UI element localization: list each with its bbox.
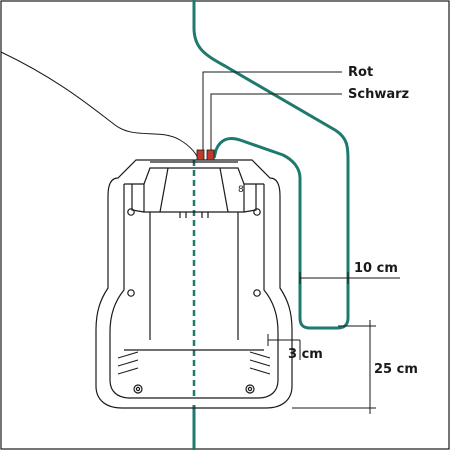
connector-terminals (196, 149, 215, 161)
screw-bottom-left-inner (135, 386, 141, 392)
wheel-ridges (117, 351, 271, 375)
robot-vent-slots (179, 212, 209, 218)
boundary-wire (192, 0, 350, 330)
robot-mower (95, 159, 293, 409)
robot-outer-shell (95, 159, 293, 409)
screw-mid-left (127, 289, 135, 297)
label-25cm: 25 cm (374, 362, 418, 377)
label-3cm: 3 cm (288, 347, 323, 362)
screw-bottom-right-inner (247, 386, 253, 392)
ridges-left (117, 351, 139, 375)
label-schwarz: Schwarz (348, 87, 409, 102)
robot-side-inserts (131, 184, 257, 213)
screw-bottom-right (245, 384, 255, 394)
ridges-right (249, 351, 271, 375)
leader-rot (202, 71, 342, 150)
robot-hood-ribs (159, 167, 229, 213)
screw-mid-right (253, 289, 261, 297)
screw-top-right (253, 208, 261, 216)
robot-chassis-lines (149, 212, 239, 340)
terminal-red (196, 149, 205, 161)
robot-screws (127, 208, 261, 394)
screw-bottom-left (133, 384, 143, 394)
leader-lines (202, 71, 342, 150)
power-cable (0, 51, 199, 159)
dimension-lines (267, 272, 400, 414)
dim-25-ticks (364, 325, 376, 409)
label-10cm: 10 cm (354, 261, 398, 276)
dim-10-ticks (299, 272, 349, 284)
screw-top-left (127, 208, 135, 216)
label-rot: Rot (348, 65, 373, 80)
terminal-black (206, 149, 215, 161)
robot-inner-shell (109, 184, 279, 399)
dim-25-extensions (292, 325, 376, 409)
robot-side-mark: 8 (238, 185, 244, 195)
leader-schwarz (210, 93, 342, 150)
